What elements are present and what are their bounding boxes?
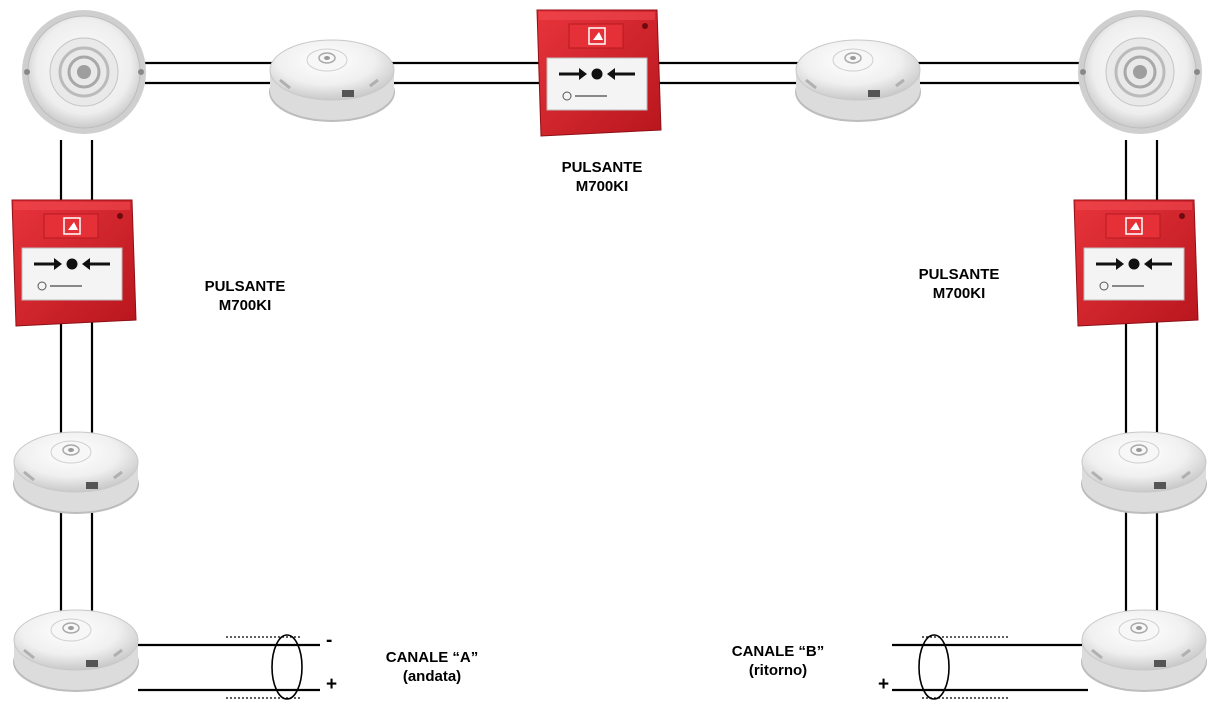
- label-pulsante-right: PULSANTE M700KI: [889, 265, 1029, 303]
- label-canale-b-line2: (ritorno): [748, 662, 808, 679]
- call-point-right: [1072, 198, 1200, 328]
- terminal-plus-b: +: [878, 674, 890, 695]
- label-pulsante-right-line1: PULSANTE: [918, 266, 1000, 283]
- detector-top-right: [793, 38, 923, 124]
- label-pulsante-left: PULSANTE M700KI: [175, 277, 315, 315]
- label-canale-a-line2: (andata): [402, 668, 462, 685]
- terminal-minus-a: -: [326, 630, 333, 651]
- terminal-plus-a: +: [326, 674, 338, 695]
- label-canale-a-line1: CANALE “A”: [385, 649, 479, 666]
- call-point-left: [10, 198, 138, 328]
- label-pulsante-top-line1: PULSANTE: [561, 159, 643, 176]
- call-point-top: [535, 8, 663, 138]
- sounder-top-left: [20, 8, 148, 136]
- detector-left-middle: [11, 430, 141, 516]
- detector-right-middle: [1079, 430, 1209, 516]
- detector-left-bottom: [11, 608, 141, 694]
- label-canale-b: CANALE “B” (ritorno): [708, 642, 848, 680]
- cable-shield-dotted: [226, 636, 1010, 699]
- label-canale-a: CANALE “A” (andata): [362, 648, 502, 686]
- label-pulsante-top: PULSANTE M700KI: [532, 158, 672, 196]
- label-pulsante-left-line1: PULSANTE: [204, 278, 286, 295]
- label-pulsante-right-line2: M700KI: [932, 285, 986, 302]
- cable-ring-a: [271, 634, 303, 700]
- label-pulsante-top-line2: M700KI: [575, 178, 629, 195]
- label-pulsante-left-line2: M700KI: [218, 297, 272, 314]
- label-canale-b-line1: CANALE “B”: [731, 643, 825, 660]
- sounder-top-right: [1076, 8, 1204, 136]
- detector-top-left: [267, 38, 397, 124]
- detector-right-bottom: [1079, 608, 1209, 694]
- cable-ring-b: [918, 634, 950, 700]
